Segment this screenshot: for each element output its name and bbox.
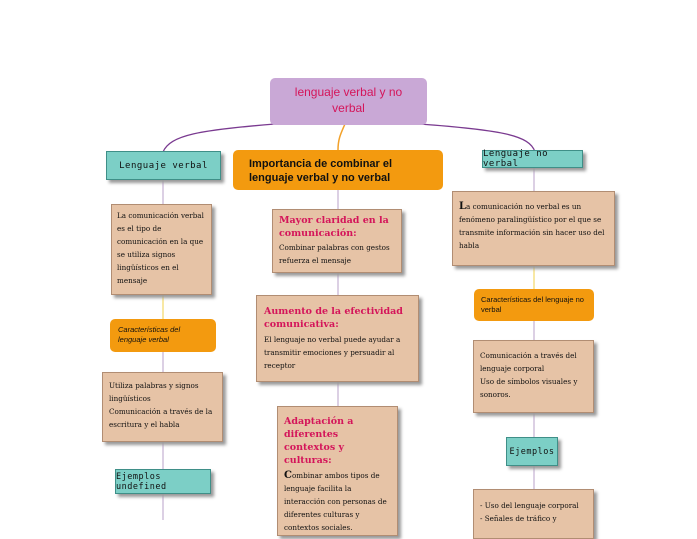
effectiveness-title: Aumento de la efectividad comunicativa:: [264, 306, 403, 330]
nonverbal-characteristics-topic[interactable]: Características del lenguaje no verbal: [474, 289, 594, 321]
verbal-characteristics-box[interactable]: Utiliza palabras y signos lingüísticos C…: [102, 372, 223, 442]
text-line: sonoros.: [480, 390, 511, 399]
drop-cap: C: [284, 470, 292, 481]
importance-topic-label: Importancia de combinar el lenguaje verb…: [249, 158, 393, 184]
topic-lenguaje-verbal[interactable]: Lenguaje verbal: [106, 151, 221, 180]
text-line: se utiliza signos: [117, 250, 176, 259]
root-topic-label: lenguaje verbal y no verbal: [294, 85, 403, 115]
text-line: escritura y el habla: [109, 420, 180, 429]
text-line: transmite información sin hacer uso del: [459, 228, 605, 237]
text-line: lingüísticos en el: [117, 263, 179, 272]
text-line: La comunicación verbal: [117, 211, 204, 220]
text-line: Comunicación a través de la: [109, 407, 213, 416]
connector-lines: [162, 123, 536, 520]
text-line: a comunicación no verbal es un: [466, 202, 582, 211]
text-line: mensaje: [117, 276, 148, 285]
text-line: Comunicación a través del: [480, 351, 577, 360]
verbal-definition-box[interactable]: La comunicación verbal es el tipo de com…: [111, 204, 212, 295]
text-line: - Uso del lenguaje corporal: [480, 501, 579, 510]
text-line: Uso de símbolos visuales y: [480, 377, 578, 386]
text-line: lenguaje corporal: [480, 364, 545, 373]
adaptation-title: Adaptación a diferentes contextos y cult…: [284, 416, 354, 466]
nonverbal-examples-topic[interactable]: Ejemplos: [506, 437, 558, 466]
text-line: diferentes culturas y: [284, 510, 360, 519]
text-line: transmitir emociones y persuadir al: [264, 348, 395, 357]
text-line: contextos sociales.: [284, 523, 353, 532]
nonverbal-examples-box[interactable]: - Uso del lenguaje corporal - Señales de…: [473, 489, 594, 539]
text-line: fenómeno paralingüístico por el que se: [459, 215, 602, 224]
topic-lenguaje-no-verbal[interactable]: Lenguaje no verbal: [482, 149, 583, 169]
nonverbal-characteristics-box[interactable]: Comunicación a través del lenguaje corpo…: [473, 340, 594, 413]
verbal-examples-topic[interactable]: Ejemplos undefined: [115, 469, 211, 494]
topic-lenguaje-verbal-label: Lenguaje verbal: [119, 160, 208, 171]
text-line: receptor: [264, 361, 296, 370]
text-line: es el tipo de: [117, 224, 162, 233]
text-line: Utiliza palabras y signos: [109, 381, 199, 390]
text-line: habla: [459, 241, 480, 250]
clarity-box[interactable]: Mayor claridad en la comunicación: Combi…: [272, 209, 402, 273]
root-topic[interactable]: lenguaje verbal y no verbal: [270, 78, 427, 125]
adaptation-box[interactable]: Adaptación a diferentes contextos y cult…: [277, 406, 398, 536]
text-line: lingüísticos: [109, 394, 151, 403]
text-line: ombinar ambos tipos de: [291, 471, 380, 480]
text-line: interacción con personas de: [284, 497, 387, 506]
text-line: El lenguaje no verbal puede ayudar a: [264, 335, 401, 344]
topic-lenguaje-no-verbal-label: Lenguaje no verbal: [483, 149, 549, 169]
verbal-characteristics-topic[interactable]: Características del lenguaje verbal: [110, 319, 216, 352]
drop-cap: L: [459, 201, 467, 212]
text-line: comunicación en la que: [117, 237, 204, 246]
clarity-title: Mayor claridad en la comunicación:: [279, 215, 389, 239]
effectiveness-box[interactable]: Aumento de la efectividad comunicativa: …: [256, 295, 419, 382]
text-line: - Señales de tráfico y: [480, 514, 557, 523]
nonverbal-characteristics-label: Características del lenguaje no verbal: [481, 295, 584, 314]
nonverbal-definition-box[interactable]: La comunicación no verbal es un fenómeno…: [452, 191, 615, 266]
text-line: refuerza el mensaje: [279, 256, 352, 265]
text-line: Combinar palabras con gestos: [279, 243, 390, 252]
nonverbal-examples-label: Ejemplos: [509, 446, 555, 457]
text-line: lenguaje facilita la: [284, 484, 352, 493]
verbal-characteristics-label: Características del lenguaje verbal: [118, 325, 181, 344]
verbal-examples-label: Ejemplos undefined: [116, 471, 167, 492]
importance-topic[interactable]: Importancia de combinar el lenguaje verb…: [233, 150, 443, 190]
